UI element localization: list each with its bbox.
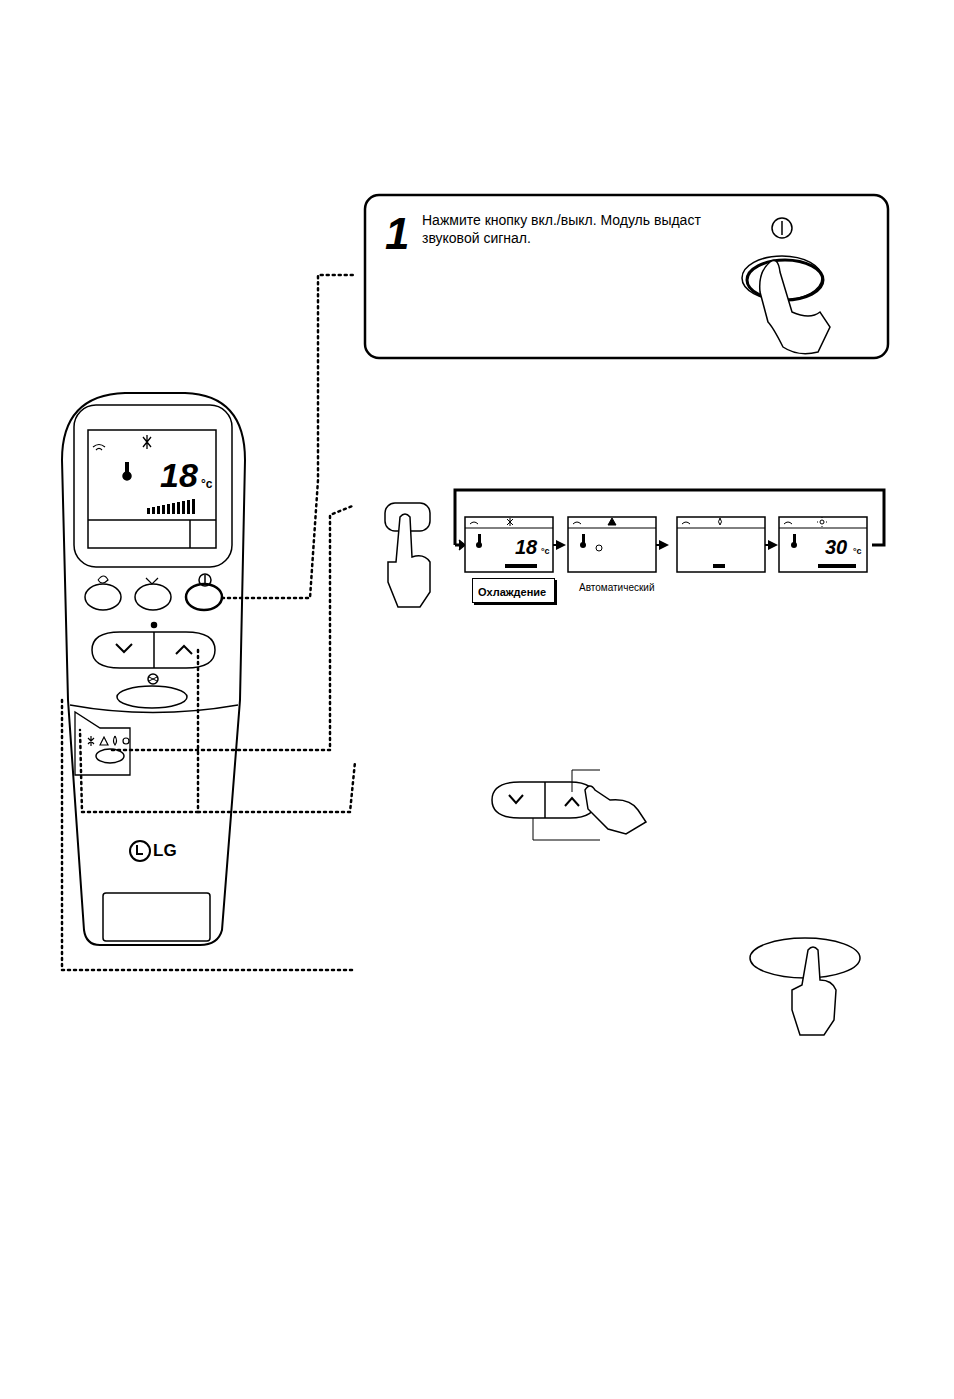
mode-name: Автоматический	[579, 583, 655, 593]
mode-label-box: Охлаждение	[472, 578, 555, 603]
lcd-temp: 18	[160, 458, 198, 492]
step-number: 1	[385, 209, 409, 259]
step-text: Нажмите кнопку вкл./выкл. Модуль выдаст …	[422, 211, 722, 247]
screen-temp: 18	[515, 537, 537, 557]
screen-unit: °c	[541, 547, 550, 556]
lcd-unit: °c	[201, 478, 212, 490]
screen-unit: °c	[853, 547, 862, 556]
step-box: 1 Нажмите кнопку вкл./выкл. Модуль выдаст…	[365, 195, 888, 358]
brand-logo: LG	[153, 842, 177, 859]
mode-name: Охлаждение	[478, 586, 546, 599]
screen-temp: 30	[825, 537, 847, 557]
